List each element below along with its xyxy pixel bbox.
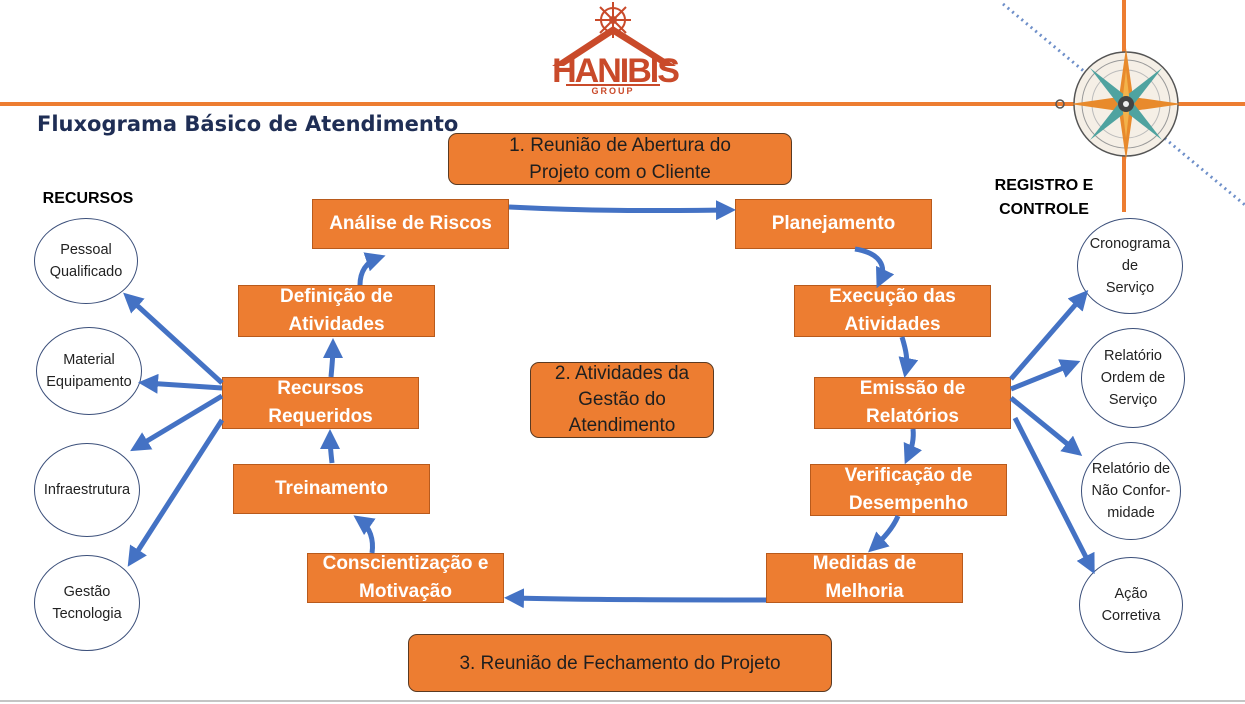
registry-heading: REGISTRO E CONTROLE	[994, 177, 1094, 218]
performance-check-box: Verificação de Desempenho	[810, 464, 1007, 516]
logo-icon	[552, 2, 676, 86]
resource-infrastructure: Infraestrutura	[34, 443, 140, 537]
closing-meeting-box: 3. Reunião de Fechamento do Projeto	[408, 634, 832, 692]
training-box: Treinamento	[233, 464, 430, 514]
activity-definition-box: Definição de Atividades	[238, 285, 435, 337]
logo-name: HANIBIS	[552, 52, 680, 90]
required-resources-box: Recursos Requeridos	[222, 377, 419, 429]
control-nonconformity-report: Relatório de Não Confor- midade	[1081, 442, 1181, 540]
resource-technology-management: Gestão Tecnologia	[34, 555, 140, 651]
compass-rose-icon	[1055, 48, 1182, 160]
activity-execution-box: Execução das Atividades	[794, 285, 991, 337]
logo-subtitle: GROUP	[591, 86, 635, 96]
improvement-box: Medidas de Melhoria	[766, 553, 963, 603]
reports-issue-box: Emissão de Relatórios	[814, 377, 1011, 429]
control-corrective-action: Ação Corretiva	[1079, 557, 1183, 653]
awareness-box: Conscientização e Motivação	[307, 553, 504, 603]
risk-analysis-box: Análise de Riscos	[312, 199, 509, 249]
planning-box: Planejamento	[735, 199, 932, 249]
control-service-order-report: Relatório Ordem de Serviço	[1081, 328, 1185, 428]
page-title: Fluxograma Básico de Atendimento	[37, 112, 459, 136]
management-activities-box: 2. Atividades da Gestão do Atendimento	[530, 362, 714, 438]
resource-material-equipment: Material Equipamento	[36, 327, 142, 415]
control-service-schedule: Cronograma de Serviço	[1077, 218, 1183, 314]
resource-qualified-staff: Pessoal Qualificado	[34, 218, 138, 304]
resources-heading: RECURSOS	[42, 190, 134, 207]
opening-meeting-box: 1. Reunião de Abertura do Projeto com o …	[448, 133, 792, 185]
